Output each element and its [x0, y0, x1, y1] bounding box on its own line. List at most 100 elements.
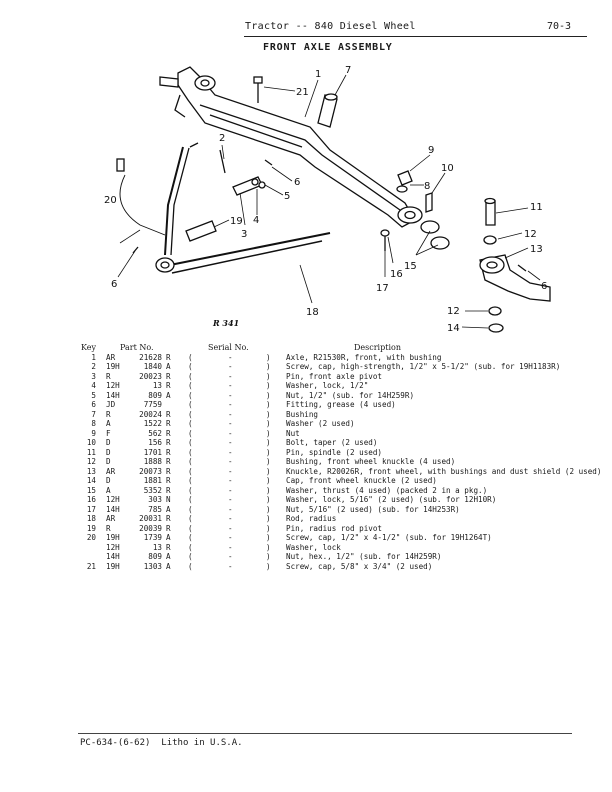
serial-open-paren: ( — [188, 400, 193, 409]
part-suffix-cell: R — [166, 371, 171, 381]
part-prefix-cell: 19H — [106, 561, 120, 571]
description-cell: Screw, cap, 1/2" x 4-1/2" (sub. for 19H1… — [286, 533, 492, 542]
serial-close-paren: ) — [266, 485, 271, 495]
description-cell: Nut, 1/2" (sub. for 14H259R) — [286, 390, 415, 400]
part-suffix-cell: R — [166, 485, 171, 495]
part-prefix-cell: 12H — [106, 495, 120, 504]
serial-open-paren: ( — [188, 495, 193, 504]
serial-close-paren: ) — [266, 409, 271, 419]
callout-6b: 6 — [111, 279, 117, 290]
serial-close-paren: ) — [266, 552, 271, 561]
part-prefix-cell: R — [106, 523, 111, 533]
callout-12b: 12 — [447, 306, 460, 317]
serial-close-paren: ) — [266, 523, 271, 533]
callout-3: 3 — [241, 229, 247, 240]
callout-7: 7 — [345, 65, 351, 76]
key-cell: 3 — [91, 371, 96, 381]
description-cell: Washer, thrust (4 used) (packed 2 in a p… — [286, 485, 488, 495]
part-suffix-cell: R — [166, 409, 171, 419]
serial-no-cell: - — [228, 533, 233, 542]
serial-close-paren: ) — [266, 466, 271, 476]
part-prefix-cell: 14H — [106, 552, 120, 561]
part-suffix-cell: R — [166, 428, 171, 438]
description-cell: Axle, R21530R, front, with bushing — [286, 352, 442, 362]
part-suffix-cell: A — [166, 561, 171, 571]
part-prefix-cell: 12H — [106, 542, 120, 552]
part-number-cell: 13 — [152, 381, 162, 390]
part-number-cell: 156 — [148, 438, 162, 447]
serial-open-paren: ( — [188, 381, 193, 390]
serial-no-cell: - — [228, 428, 233, 438]
part-prefix-cell: AR — [106, 466, 116, 476]
description-cell: Screw, cap, high-strength, 1/2" x 5-1/2"… — [286, 362, 561, 371]
serial-close-paren: ) — [266, 419, 271, 428]
serial-no-cell: - — [228, 523, 233, 533]
serial-close-paren: ) — [266, 542, 271, 552]
part-prefix-cell: 14H — [106, 504, 120, 514]
serial-open-paren: ( — [188, 447, 193, 457]
description-cell: Screw, cap, 5/8" x 3/4" (2 used) — [286, 561, 433, 571]
part-suffix-cell: R — [166, 381, 171, 390]
part-number-cell: 1303 — [143, 561, 162, 571]
serial-close-paren: ) — [266, 476, 271, 485]
leader-lines — [117, 74, 541, 329]
header-title: Tractor -- 840 Diesel Wheel — [245, 21, 416, 32]
part-number-cell: 785 — [148, 504, 162, 514]
callout-11: 11 — [530, 202, 543, 213]
part-prefix-cell: D — [106, 476, 111, 485]
key-cell: 7 — [91, 409, 96, 419]
part-suffix-cell: R — [166, 438, 171, 447]
key-cell: 2 — [91, 362, 96, 371]
part-number-cell: 809 — [148, 552, 162, 561]
callouts: 1 7 21 2 9 10 8 6 5 4 3 19 20 11 12 13 1… — [104, 65, 547, 334]
description-cell: Pin, radius rod pivot — [286, 523, 383, 533]
figure-reference: R 341 — [212, 318, 239, 328]
part-number-cell: 1701 — [143, 447, 162, 457]
serial-open-paren: ( — [188, 428, 193, 438]
front-axle-diagram: 1 7 21 2 9 10 8 6 5 4 3 19 20 11 12 13 1… — [104, 65, 551, 334]
serial-open-paren: ( — [188, 371, 193, 381]
serial-open-paren: ( — [188, 352, 193, 362]
description-cell: Washer, lock — [286, 542, 341, 552]
serial-open-paren: ( — [188, 542, 193, 552]
serial-close-paren: ) — [266, 457, 271, 466]
part-number-cell: 20073 — [139, 466, 162, 476]
part-number-cell: 1881 — [143, 476, 162, 485]
part-number-cell: 809 — [148, 390, 162, 400]
serial-no-cell: - — [228, 514, 233, 523]
key-cell: 4 — [91, 381, 96, 390]
serial-no-cell: - — [228, 504, 233, 514]
part-number-cell: 5352 — [143, 485, 162, 495]
description-cell: Cap, front wheel knuckle (2 used) — [286, 476, 437, 485]
serial-close-paren: ) — [266, 495, 271, 504]
callout-21: 21 — [296, 87, 309, 98]
part-prefix-cell: D — [106, 457, 111, 466]
serial-no-cell: - — [228, 447, 233, 457]
part-suffix-cell: R — [166, 447, 171, 457]
key-cell: 12 — [86, 457, 96, 466]
part-number-cell: 303 — [148, 495, 162, 504]
section-title: FRONT AXLE ASSEMBLY — [263, 42, 393, 53]
serial-close-paren: ) — [266, 362, 271, 371]
callout-16: 16 — [390, 269, 403, 280]
serial-open-paren: ( — [188, 504, 193, 514]
serial-close-paren: ) — [266, 533, 271, 542]
serial-no-cell: - — [228, 352, 233, 362]
part-prefix-cell: F — [106, 428, 111, 438]
header-key: Key — [80, 343, 96, 352]
key-cell: 5 — [91, 390, 96, 400]
serial-no-cell: - — [228, 409, 233, 419]
callout-20: 20 — [104, 195, 117, 206]
part-suffix-cell: N — [166, 495, 171, 504]
serial-close-paren: ) — [266, 381, 271, 390]
serial-open-paren: ( — [188, 438, 193, 447]
part-suffix-cell: R — [166, 457, 171, 466]
part-prefix-cell: AR — [106, 514, 116, 523]
